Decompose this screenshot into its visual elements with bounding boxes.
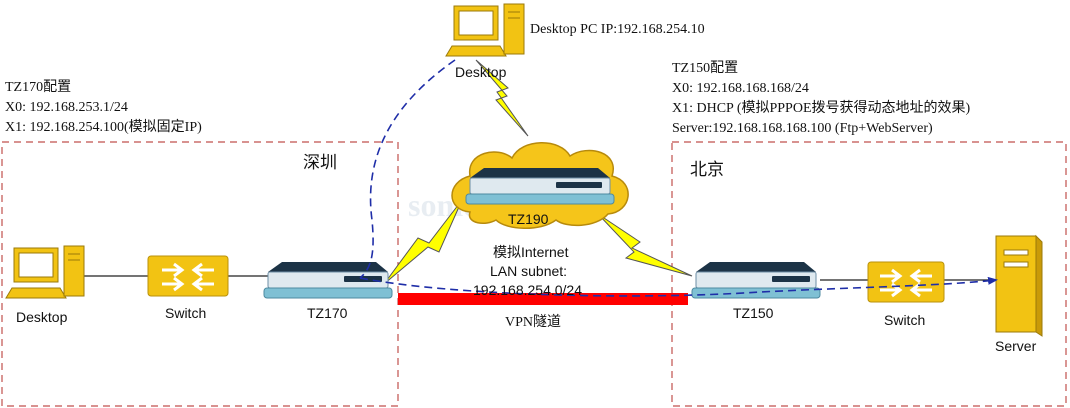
shenzhen-site-label: 深圳 [303, 153, 337, 172]
server-label: Server [995, 338, 1037, 354]
tz150-config-title: TZ150配置 [672, 60, 738, 76]
left-desktop-label: Desktop [16, 309, 68, 325]
tz190-label: TZ190 [508, 211, 549, 227]
tz170-label: TZ170 [307, 305, 348, 321]
server [995, 234, 1043, 337]
tz190-router-top [470, 168, 610, 178]
tz170-router-base [263, 287, 393, 299]
right-switch [867, 261, 945, 303]
tz150-config-server: Server:192.168.168.168.100 (Ftp+WebServe… [672, 121, 933, 136]
shenzhen-site-box [1, 141, 399, 407]
right-switch-body [867, 261, 945, 303]
internet-label: 模拟Internet [493, 244, 569, 260]
desktop-pc-ip-label: Desktop PC IP:192.168.254.10 [530, 22, 705, 37]
tz170-config-x1: X1: 192.168.254.100(模拟固定IP) [5, 119, 202, 135]
remote-desktop-tower [503, 3, 525, 55]
vpn-tunnel-label: VPN隧道 [505, 314, 561, 330]
tz190-router [465, 168, 615, 205]
tz150-router-top [696, 262, 816, 272]
traffic-path-tz170-to-server [359, 276, 998, 297]
tz150-label: TZ150 [733, 305, 774, 321]
tz150-config-x0: X0: 192.168.168.168/24 [672, 81, 809, 96]
left-switch-arrows-icon [162, 262, 214, 292]
traffic-path-desktop-to-tz170 [359, 59, 456, 279]
beijing-site-box [671, 141, 1067, 407]
remote-desktop-keyboard [445, 45, 507, 57]
tz150-router [691, 262, 821, 299]
left-switch [147, 255, 229, 297]
vpn-tunnel-bar [398, 293, 688, 305]
tz170-router [263, 262, 393, 299]
lan-subnet-value: 192.168.254.0/24 [473, 282, 582, 298]
right-switch-label: Switch [884, 312, 925, 328]
remote-desktop-label: Desktop [455, 64, 507, 80]
tz150-config-x1: X1: DHCP (模拟PPPOE拨号获得动态地址的效果) [672, 99, 971, 116]
lan-links [82, 275, 996, 281]
beijing-site-label: 北京 [690, 160, 724, 179]
remote-desktop-pc [445, 3, 525, 57]
left-desktop-tower [63, 245, 85, 297]
lightning-tz190-desktop [475, 59, 529, 137]
tz190-router-base [465, 193, 615, 205]
left-switch-body [147, 255, 229, 297]
tz170-config-x0: X0: 192.168.253.1/24 [5, 100, 128, 115]
left-desktop-keyboard [5, 287, 67, 299]
right-switch-arrows-icon [880, 268, 932, 298]
lan-subnet-label: LAN subnet: [490, 263, 567, 279]
server-side [1035, 234, 1043, 337]
lightning-tz190-tz150 [597, 213, 693, 277]
left-desktop-pc [5, 245, 85, 299]
tz170-config-title: TZ170配置 [5, 79, 71, 95]
left-switch-label: Switch [165, 305, 206, 321]
tz170-router-top [268, 262, 388, 272]
